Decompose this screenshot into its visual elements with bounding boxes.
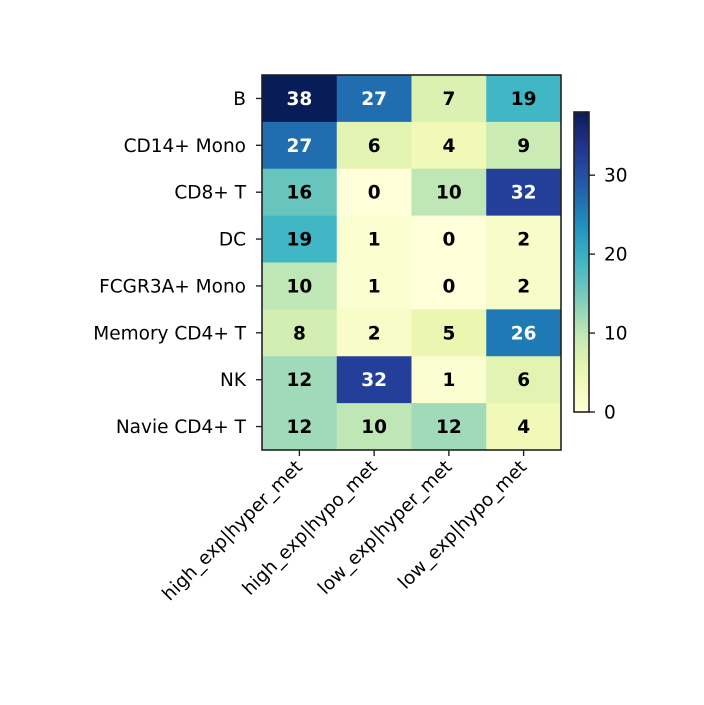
- cell-value-label-r6-c3: 6: [517, 370, 530, 391]
- colorbar-ticks: 0 10 20 30: [589, 166, 628, 424]
- y-tick-label-2: CD8+ T: [174, 183, 246, 204]
- cell-value-label-r5-c1: 2: [368, 323, 381, 344]
- heatmap-cell-r3-c2: [411, 215, 487, 263]
- y-tick-label-5: Memory CD4+ T: [93, 323, 246, 344]
- heatmap-cell-r4-c3: [486, 262, 562, 310]
- cell-value-label-r4-c2: 0: [442, 276, 455, 297]
- heatmap-cell-r7-c3: [486, 403, 562, 451]
- heatmap-cell-r5-c3: [486, 309, 562, 357]
- cell-value-label-r5-c2: 5: [442, 323, 455, 344]
- heatmap-cell-r6-c0: [262, 356, 338, 404]
- cell-value-label-r3-c1: 1: [368, 230, 381, 251]
- heatmap-cell-r0-c3: [486, 75, 562, 123]
- cell-value-label-r7-c2: 12: [436, 417, 462, 438]
- y-tick-label-1: CD14+ Mono: [124, 136, 246, 157]
- heatmap-cell-r5-c0: [262, 309, 338, 357]
- cell-value-label-r3-c0: 19: [287, 230, 313, 251]
- heatmap-cell-r4-c2: [411, 262, 487, 310]
- heatmap-cells: [262, 75, 562, 451]
- cell-value-label-r2-c2: 10: [436, 183, 462, 204]
- heatmap-cell-r4-c1: [336, 262, 412, 310]
- cell-value-label-r4-c3: 2: [517, 276, 530, 297]
- heatmap-cell-r7-c0: [262, 403, 338, 451]
- colorbar: 0 10 20 30: [573, 111, 628, 424]
- cell-value-label-r2-c1: 0: [368, 183, 381, 204]
- x-tick-label-1: high_exp|hypo_met: [239, 457, 382, 600]
- cell-value-label-r2-c0: 16: [287, 183, 313, 204]
- y-tick-label-4: FCGR3A+ Mono: [99, 276, 246, 297]
- cell-value-label-r2-c3: 32: [511, 183, 537, 204]
- x-tick-label-3: low_exp|hypo_met: [394, 457, 531, 594]
- heatmap-cell-r6-c3: [486, 356, 562, 404]
- cell-value-label-r0-c1: 27: [361, 89, 387, 110]
- y-tick-label-3: DC: [219, 230, 246, 251]
- cell-value-label-r3-c3: 2: [517, 230, 530, 251]
- cell-value-label-r4-c1: 1: [368, 276, 381, 297]
- heatmap-cell-r0-c2: [411, 75, 487, 123]
- heatmap-cell-r7-c2: [411, 403, 487, 451]
- heatmap-cell-r2-c1: [336, 168, 412, 217]
- heatmap-cell-r3-c0: [262, 215, 338, 263]
- heatmap-cell-r1-c2: [411, 121, 487, 170]
- heatmap-cell-r3-c3: [486, 215, 562, 263]
- cell-value-label-r1-c0: 27: [287, 136, 313, 157]
- colorbar-tick-label-2: 20: [604, 245, 628, 266]
- colorbar-gradient: [573, 111, 590, 413]
- cell-value-label-r7-c0: 12: [287, 417, 313, 438]
- x-tick-label-2: low_exp|hyper_met: [314, 457, 456, 599]
- cell-value-label-r0-c3: 19: [511, 89, 537, 110]
- cell-value-label-r5-c3: 26: [511, 323, 537, 344]
- heatmap-cell-r5-c1: [336, 309, 412, 357]
- x-tick-label-0: high_exp|hyper_met: [158, 457, 306, 605]
- cell-value-label-r1-c1: 6: [368, 136, 381, 157]
- heatmap-cell-r6-c1: [336, 356, 412, 404]
- heatmap-cell-r2-c0: [262, 168, 338, 217]
- cell-value-label-r3-c2: 0: [442, 230, 455, 251]
- cell-value-label-r1-c2: 4: [442, 136, 455, 157]
- cell-value-label-r7-c1: 10: [361, 417, 387, 438]
- heatmap-cell-r2-c3: [486, 168, 562, 217]
- heatmap-cell-r0-c0: [262, 75, 338, 123]
- y-tick-label-0: B: [233, 89, 246, 110]
- cell-value-label-r6-c2: 1: [442, 370, 455, 391]
- cell-value-label-r4-c0: 10: [287, 276, 313, 297]
- heatmap-cell-r6-c2: [411, 356, 487, 404]
- cell-value-label-r6-c0: 12: [287, 370, 313, 391]
- cell-value-label-r0-c0: 38: [287, 89, 313, 110]
- cell-value-label-r6-c1: 32: [361, 370, 387, 391]
- heatmap-cell-r1-c3: [486, 121, 562, 170]
- heatmap-cell-r3-c1: [336, 215, 412, 263]
- heatmap-cell-r4-c0: [262, 262, 338, 310]
- cell-value-label-r1-c3: 9: [517, 136, 530, 157]
- heatmap-cell-r5-c2: [411, 309, 487, 357]
- cell-value-label-r5-c0: 8: [293, 323, 306, 344]
- cell-value-label-r7-c3: 4: [517, 417, 530, 438]
- heatmap-cell-r2-c2: [411, 168, 487, 217]
- heatmap-frame: [261, 74, 562, 451]
- heatmap-cell-r1-c1: [336, 121, 412, 170]
- y-tick-label-7: Navie CD4+ T: [116, 417, 247, 438]
- colorbar-tick-label-1: 10: [604, 324, 628, 345]
- heatmap-cell-r7-c1: [336, 403, 412, 451]
- x-axis-ticks: high_exp|hyper_methigh_exp|hypo_metlow_e…: [158, 450, 531, 605]
- cell-value-label-r0-c2: 7: [442, 89, 455, 110]
- colorbar-tick-label-3: 30: [604, 166, 628, 187]
- y-tick-label-6: NK: [220, 370, 247, 391]
- heatmap-cell-r1-c0: [262, 121, 338, 170]
- colorbar-tick-label-0: 0: [604, 403, 616, 424]
- heatmap-cell-r0-c1: [336, 75, 412, 123]
